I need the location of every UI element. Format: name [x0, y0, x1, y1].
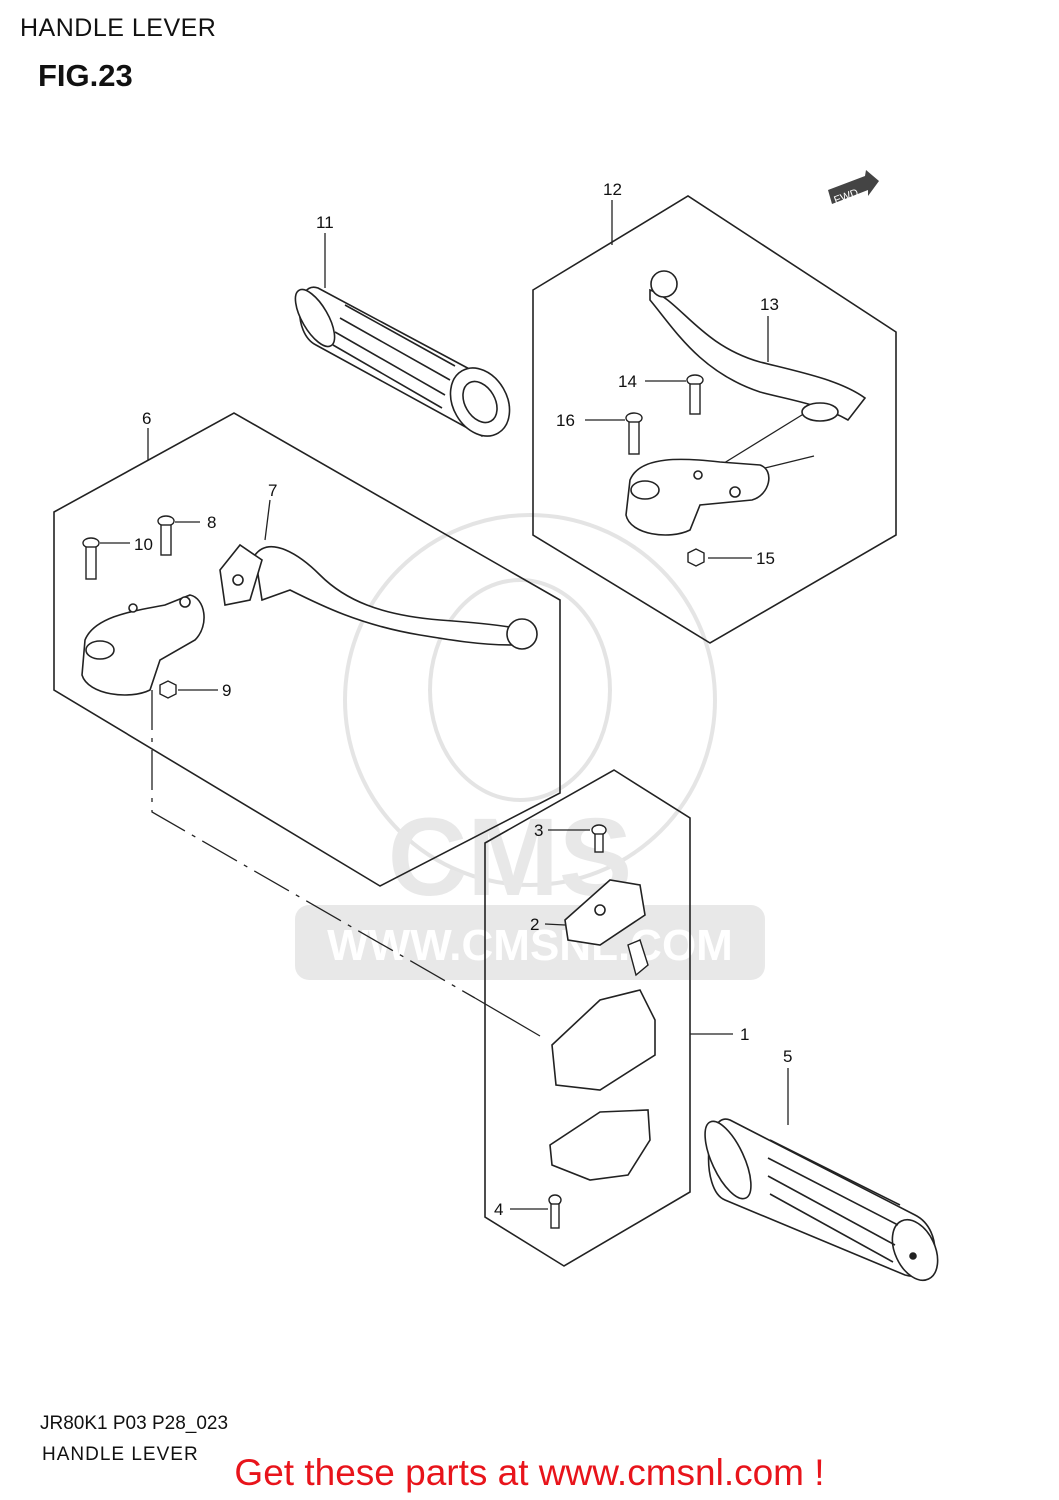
grip-part-5	[704, 1118, 939, 1282]
callout-5: 5	[783, 1047, 792, 1066]
page-title: HANDLE LEVER	[20, 14, 217, 42]
callout-1: 1	[740, 1025, 749, 1044]
figure-label: FIG.23	[38, 58, 133, 93]
callout-10: 10	[134, 535, 153, 554]
callout-11: 11	[316, 213, 334, 232]
screw-part-8	[157, 515, 175, 556]
fwd-arrow-icon: FWD	[828, 170, 879, 207]
callout-6: 6	[142, 409, 151, 428]
diagram-caption: HANDLE LEVER	[42, 1444, 199, 1465]
screw-part-10	[82, 537, 100, 580]
screw-part-14	[686, 374, 704, 415]
callout-8: 8	[207, 513, 216, 532]
diagram-code: JR80K1 P03 P28_023	[40, 1413, 229, 1434]
callout-16: 16	[556, 411, 575, 430]
watermark-url-text: WWW.CMSNL.COM	[327, 921, 733, 970]
callout-4: 4	[494, 1200, 503, 1219]
leader-lines	[100, 200, 789, 1210]
group-6-outline	[53, 412, 561, 887]
grip-part-11	[294, 286, 511, 437]
group-12-outline	[532, 195, 897, 644]
switch-clip	[627, 939, 649, 977]
lever-holder-right	[625, 458, 770, 536]
switch-housing-upper	[551, 989, 656, 1091]
callout-2: 2	[530, 915, 539, 934]
callout-14: 14	[618, 372, 637, 391]
connection-lines	[151, 409, 815, 1037]
group-1-outline	[484, 769, 691, 1267]
callout-7: 7	[268, 481, 277, 500]
clamp-part-2	[564, 879, 646, 946]
callout-13: 13	[760, 295, 779, 314]
screw-part-4	[548, 1194, 562, 1229]
cms-parts-link[interactable]: Get these parts at www.cmsnl.com !	[234, 1452, 825, 1493]
callout-15: 15	[756, 549, 775, 568]
screw-part-16	[625, 412, 643, 455]
lever-holder-left	[81, 594, 205, 696]
lever-part-13	[649, 270, 867, 422]
lever-part-7	[219, 543, 538, 650]
callout-12: 12	[603, 180, 622, 199]
cms-watermark-logo: CMS WWW.CMSNL.COM	[295, 513, 765, 980]
nut-part-9	[159, 680, 177, 699]
callout-3: 3	[534, 821, 543, 840]
callout-9: 9	[222, 681, 231, 700]
screw-part-3	[591, 824, 607, 853]
nut-part-15	[687, 548, 705, 567]
switch-housing-lower	[549, 1109, 651, 1181]
